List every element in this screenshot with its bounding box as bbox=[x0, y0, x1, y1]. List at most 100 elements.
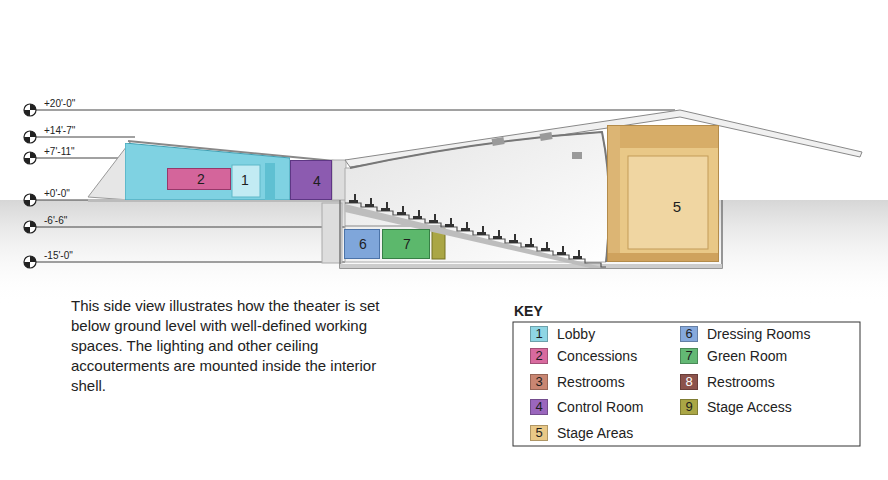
elevation-label: -15'-0" bbox=[44, 250, 73, 261]
legend-heading: KEY bbox=[514, 304, 543, 319]
legend-swatch: 8 bbox=[680, 374, 698, 390]
seat bbox=[477, 226, 486, 235]
legend-number: 7 bbox=[681, 349, 697, 363]
marker-quadrants bbox=[24, 104, 36, 116]
interior-shell bbox=[345, 132, 609, 262]
marker-ring bbox=[24, 104, 36, 116]
seat bbox=[557, 246, 566, 255]
legend-text: Control Room bbox=[557, 398, 643, 416]
proscenium bbox=[608, 126, 620, 261]
callout-number: 4 bbox=[313, 174, 321, 189]
marker-quadrants bbox=[24, 131, 36, 143]
callout-number: 1 bbox=[241, 173, 249, 188]
control-room-box: 4 bbox=[290, 160, 332, 200]
lobby-zone: 12 bbox=[125, 143, 290, 200]
seating-steps bbox=[345, 203, 606, 267]
elevation-marker bbox=[24, 256, 36, 268]
elevation-line bbox=[36, 137, 135, 138]
stage-detail bbox=[608, 126, 718, 261]
seat bbox=[509, 234, 518, 243]
seat bbox=[381, 202, 390, 211]
elevation-label: +14'-7" bbox=[44, 125, 75, 136]
legend-number: 9 bbox=[681, 400, 697, 414]
stage-area: 5 bbox=[607, 125, 719, 262]
elevation-label: -6'-6" bbox=[44, 215, 67, 226]
legend-number: 5 bbox=[531, 426, 547, 440]
legend-text: Concessions bbox=[557, 347, 637, 365]
legend-text: Stage Areas bbox=[557, 424, 633, 442]
legend-text: Lobby bbox=[557, 325, 595, 343]
elevation-label: +20'-0" bbox=[44, 98, 75, 109]
marker-ring bbox=[24, 131, 36, 143]
marker-quadrants bbox=[24, 221, 36, 233]
green-room-box: 7 bbox=[382, 229, 430, 259]
callout-number: 5 bbox=[673, 199, 681, 216]
legend-text: Dressing Rooms bbox=[707, 325, 810, 343]
marker-ring bbox=[24, 221, 36, 233]
seat bbox=[413, 210, 422, 219]
dressing-room-box: 6 bbox=[344, 229, 380, 259]
seating-slab bbox=[345, 204, 606, 268]
callout-number: 6 bbox=[359, 237, 367, 252]
legend-swatch: 3 bbox=[530, 374, 548, 390]
caption-text: This side view illustrates how the theat… bbox=[71, 296, 411, 396]
seat bbox=[573, 250, 582, 259]
seat bbox=[461, 222, 470, 231]
legend-number: 3 bbox=[531, 375, 547, 389]
elevation-label: +7'-11" bbox=[44, 146, 75, 157]
light-fixture bbox=[540, 132, 553, 141]
legend-swatch: 5 bbox=[530, 425, 548, 441]
legend-text: Stage Access bbox=[707, 398, 792, 416]
legend-number: 1 bbox=[531, 327, 547, 341]
legend-swatch: 2 bbox=[530, 348, 548, 364]
callout-number: 2 bbox=[197, 172, 205, 187]
elevation-line bbox=[36, 110, 675, 111]
legend-swatch: 4 bbox=[530, 399, 548, 415]
elevation-marker bbox=[24, 152, 36, 164]
elevation-marker bbox=[24, 221, 36, 233]
marker-quadrants bbox=[24, 256, 36, 268]
lobby-counter bbox=[232, 165, 260, 197]
legend-swatch: 7 bbox=[680, 348, 698, 364]
marker-quadrants bbox=[24, 194, 36, 206]
legend-number: 2 bbox=[531, 349, 547, 363]
seat bbox=[397, 206, 406, 215]
legend-frame bbox=[513, 322, 860, 446]
lobby-doorway bbox=[265, 163, 275, 200]
stage-house bbox=[628, 156, 708, 249]
seat bbox=[365, 198, 374, 207]
concessions-box: 2 bbox=[167, 168, 231, 190]
stair-wall bbox=[322, 203, 342, 263]
stage-floor bbox=[608, 253, 718, 261]
lobby-wedge bbox=[88, 142, 130, 200]
legend-text: Restrooms bbox=[707, 373, 775, 391]
seat bbox=[525, 238, 534, 247]
seat-rows bbox=[349, 194, 582, 259]
marker-ring bbox=[24, 194, 36, 206]
elevation-marker bbox=[24, 104, 36, 116]
seat bbox=[445, 218, 454, 227]
legend-number: 4 bbox=[531, 400, 547, 414]
elevation-label: +0'-0" bbox=[44, 188, 70, 199]
marker-ring bbox=[24, 256, 36, 268]
legend-text: Green Room bbox=[707, 347, 787, 365]
seat bbox=[541, 242, 550, 251]
marker-ring bbox=[24, 152, 36, 164]
seat bbox=[429, 214, 438, 223]
light-fixture bbox=[492, 137, 505, 146]
legend-swatch: 1 bbox=[530, 326, 548, 342]
wall-section bbox=[332, 160, 346, 200]
elevation-marker bbox=[24, 194, 36, 206]
legend-number: 6 bbox=[681, 327, 697, 341]
callout-number: 7 bbox=[403, 237, 411, 252]
legend-text: Restrooms bbox=[557, 373, 625, 391]
lobby-shape bbox=[125, 143, 290, 200]
elevation-line bbox=[36, 227, 345, 228]
seat bbox=[349, 194, 358, 203]
foundation bbox=[340, 264, 722, 268]
elevation-marker bbox=[24, 131, 36, 143]
fly-loft bbox=[608, 126, 718, 148]
light-fixture bbox=[572, 152, 582, 159]
marker-quadrants bbox=[24, 152, 36, 164]
legend-swatch: 9 bbox=[680, 399, 698, 415]
